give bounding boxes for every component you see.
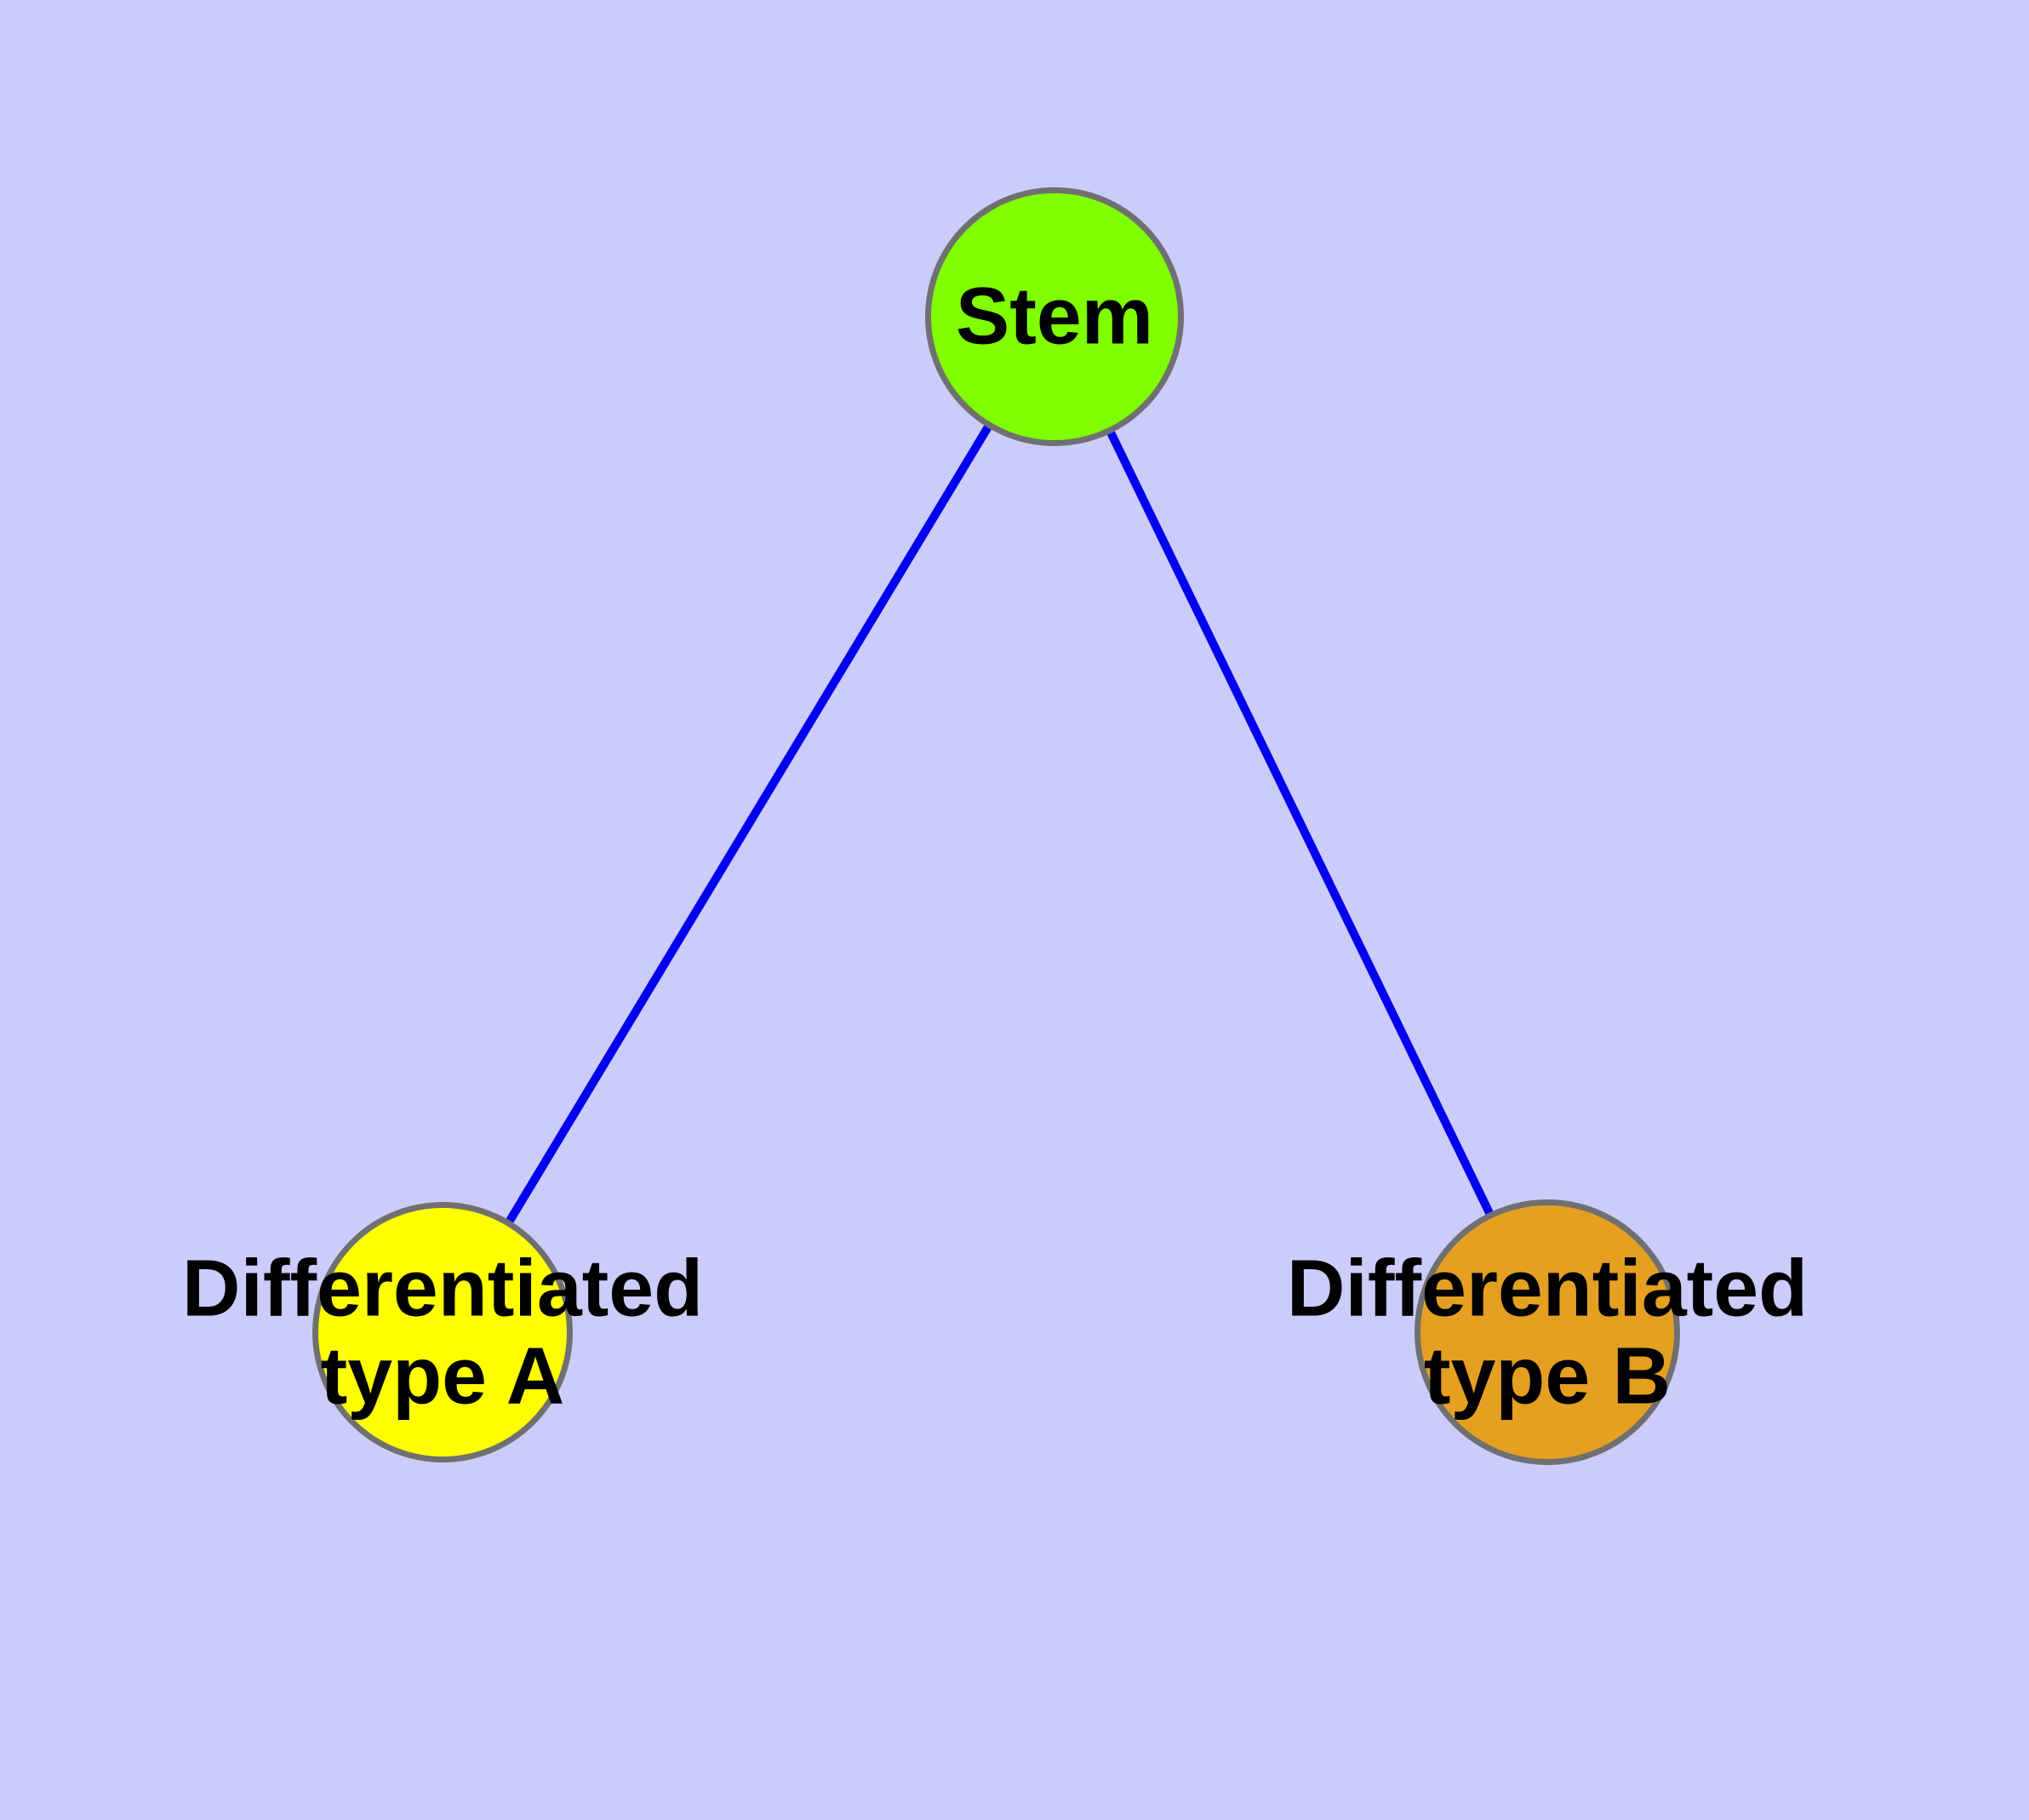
graph-node-stem[interactable] (925, 187, 1184, 446)
node-layer (312, 187, 1680, 1465)
graph-edge-stem-to-diff-a (506, 425, 992, 1223)
edge-layer (506, 425, 1494, 1223)
graph-node-diff-b[interactable] (1415, 1199, 1680, 1465)
graph-edge-stem-to-diff-b (1106, 431, 1494, 1215)
graph-node-diff-a[interactable] (312, 1202, 573, 1462)
